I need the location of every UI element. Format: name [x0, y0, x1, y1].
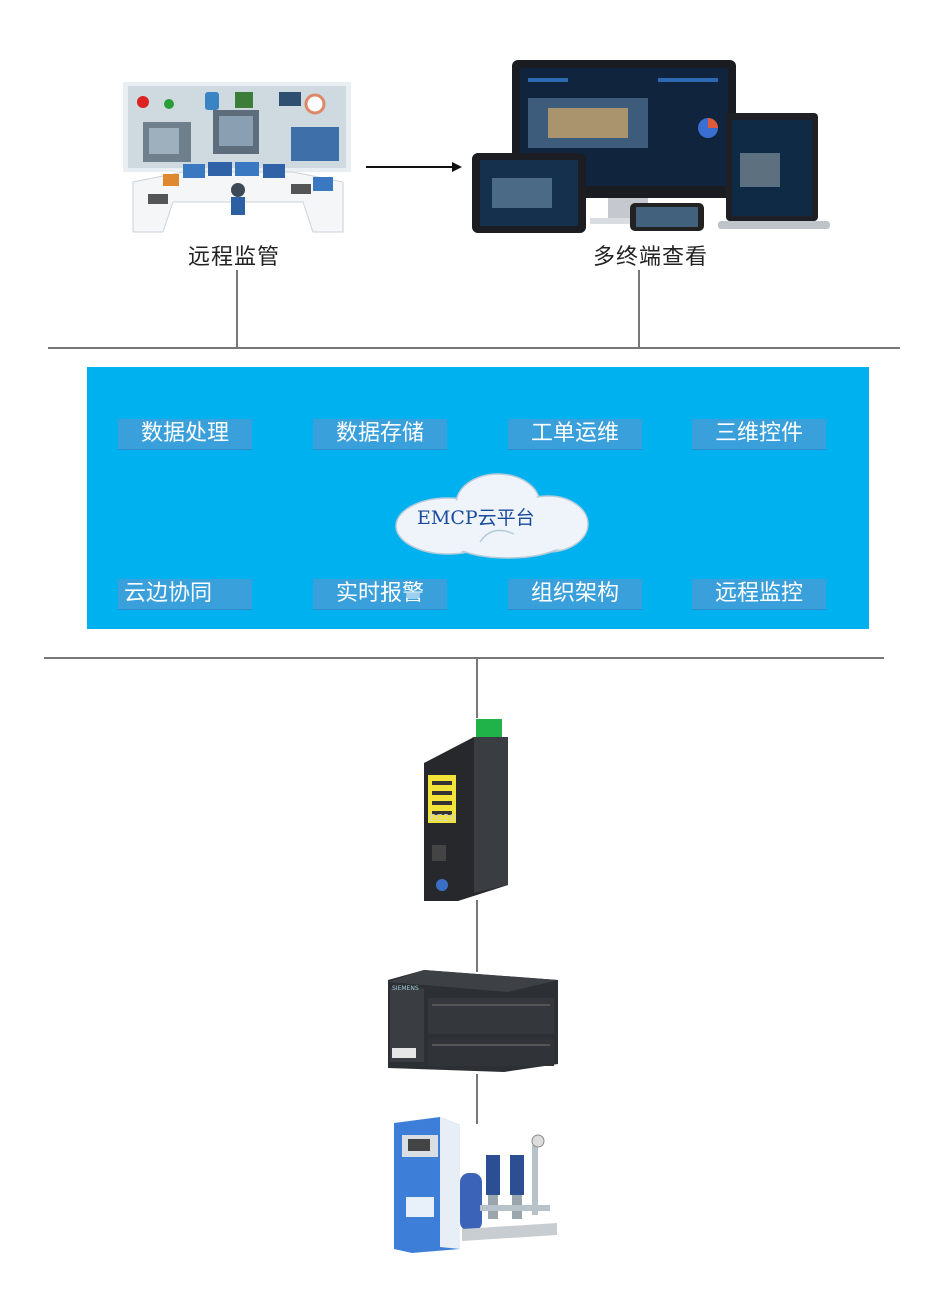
platform-name: EMCP云平台 [417, 507, 535, 529]
feature-remote-monitor: 远程监控 [692, 579, 826, 610]
bottom-bus-line [44, 657, 884, 659]
multi-terminal-illustration [472, 60, 830, 233]
connector-plc [476, 900, 478, 972]
gateway-model-label: EG20 [429, 813, 456, 824]
arrow-right-icon [366, 162, 462, 172]
control-room-illustration [123, 82, 351, 233]
connector-gateway [476, 658, 478, 718]
cloud-icon [395, 473, 589, 559]
connector-right-top [638, 270, 640, 348]
feature-org-structure: 组织架构 [508, 579, 642, 610]
plc-device-image [388, 970, 558, 1072]
feature-data-storage: 数据存储 [313, 419, 447, 450]
connector-left-top [236, 270, 238, 348]
gateway-device-image [424, 719, 508, 901]
feature-3d-control: 三维控件 [692, 419, 826, 450]
feature-realtime-alarm: 实时报警 [313, 579, 447, 610]
plc-brand-label: SIEMENS [392, 985, 419, 992]
pump-station-image [394, 1117, 557, 1253]
feature-cloud-edge: 云边协同 [118, 579, 252, 610]
top-bus-line [48, 347, 900, 349]
connector-pump [476, 1074, 478, 1124]
remote-supervision-caption: 远程监管 [188, 245, 281, 270]
feature-work-order: 工单运维 [508, 419, 642, 450]
multi-terminal-caption: 多终端查看 [593, 245, 709, 270]
feature-data-processing: 数据处理 [118, 419, 252, 450]
